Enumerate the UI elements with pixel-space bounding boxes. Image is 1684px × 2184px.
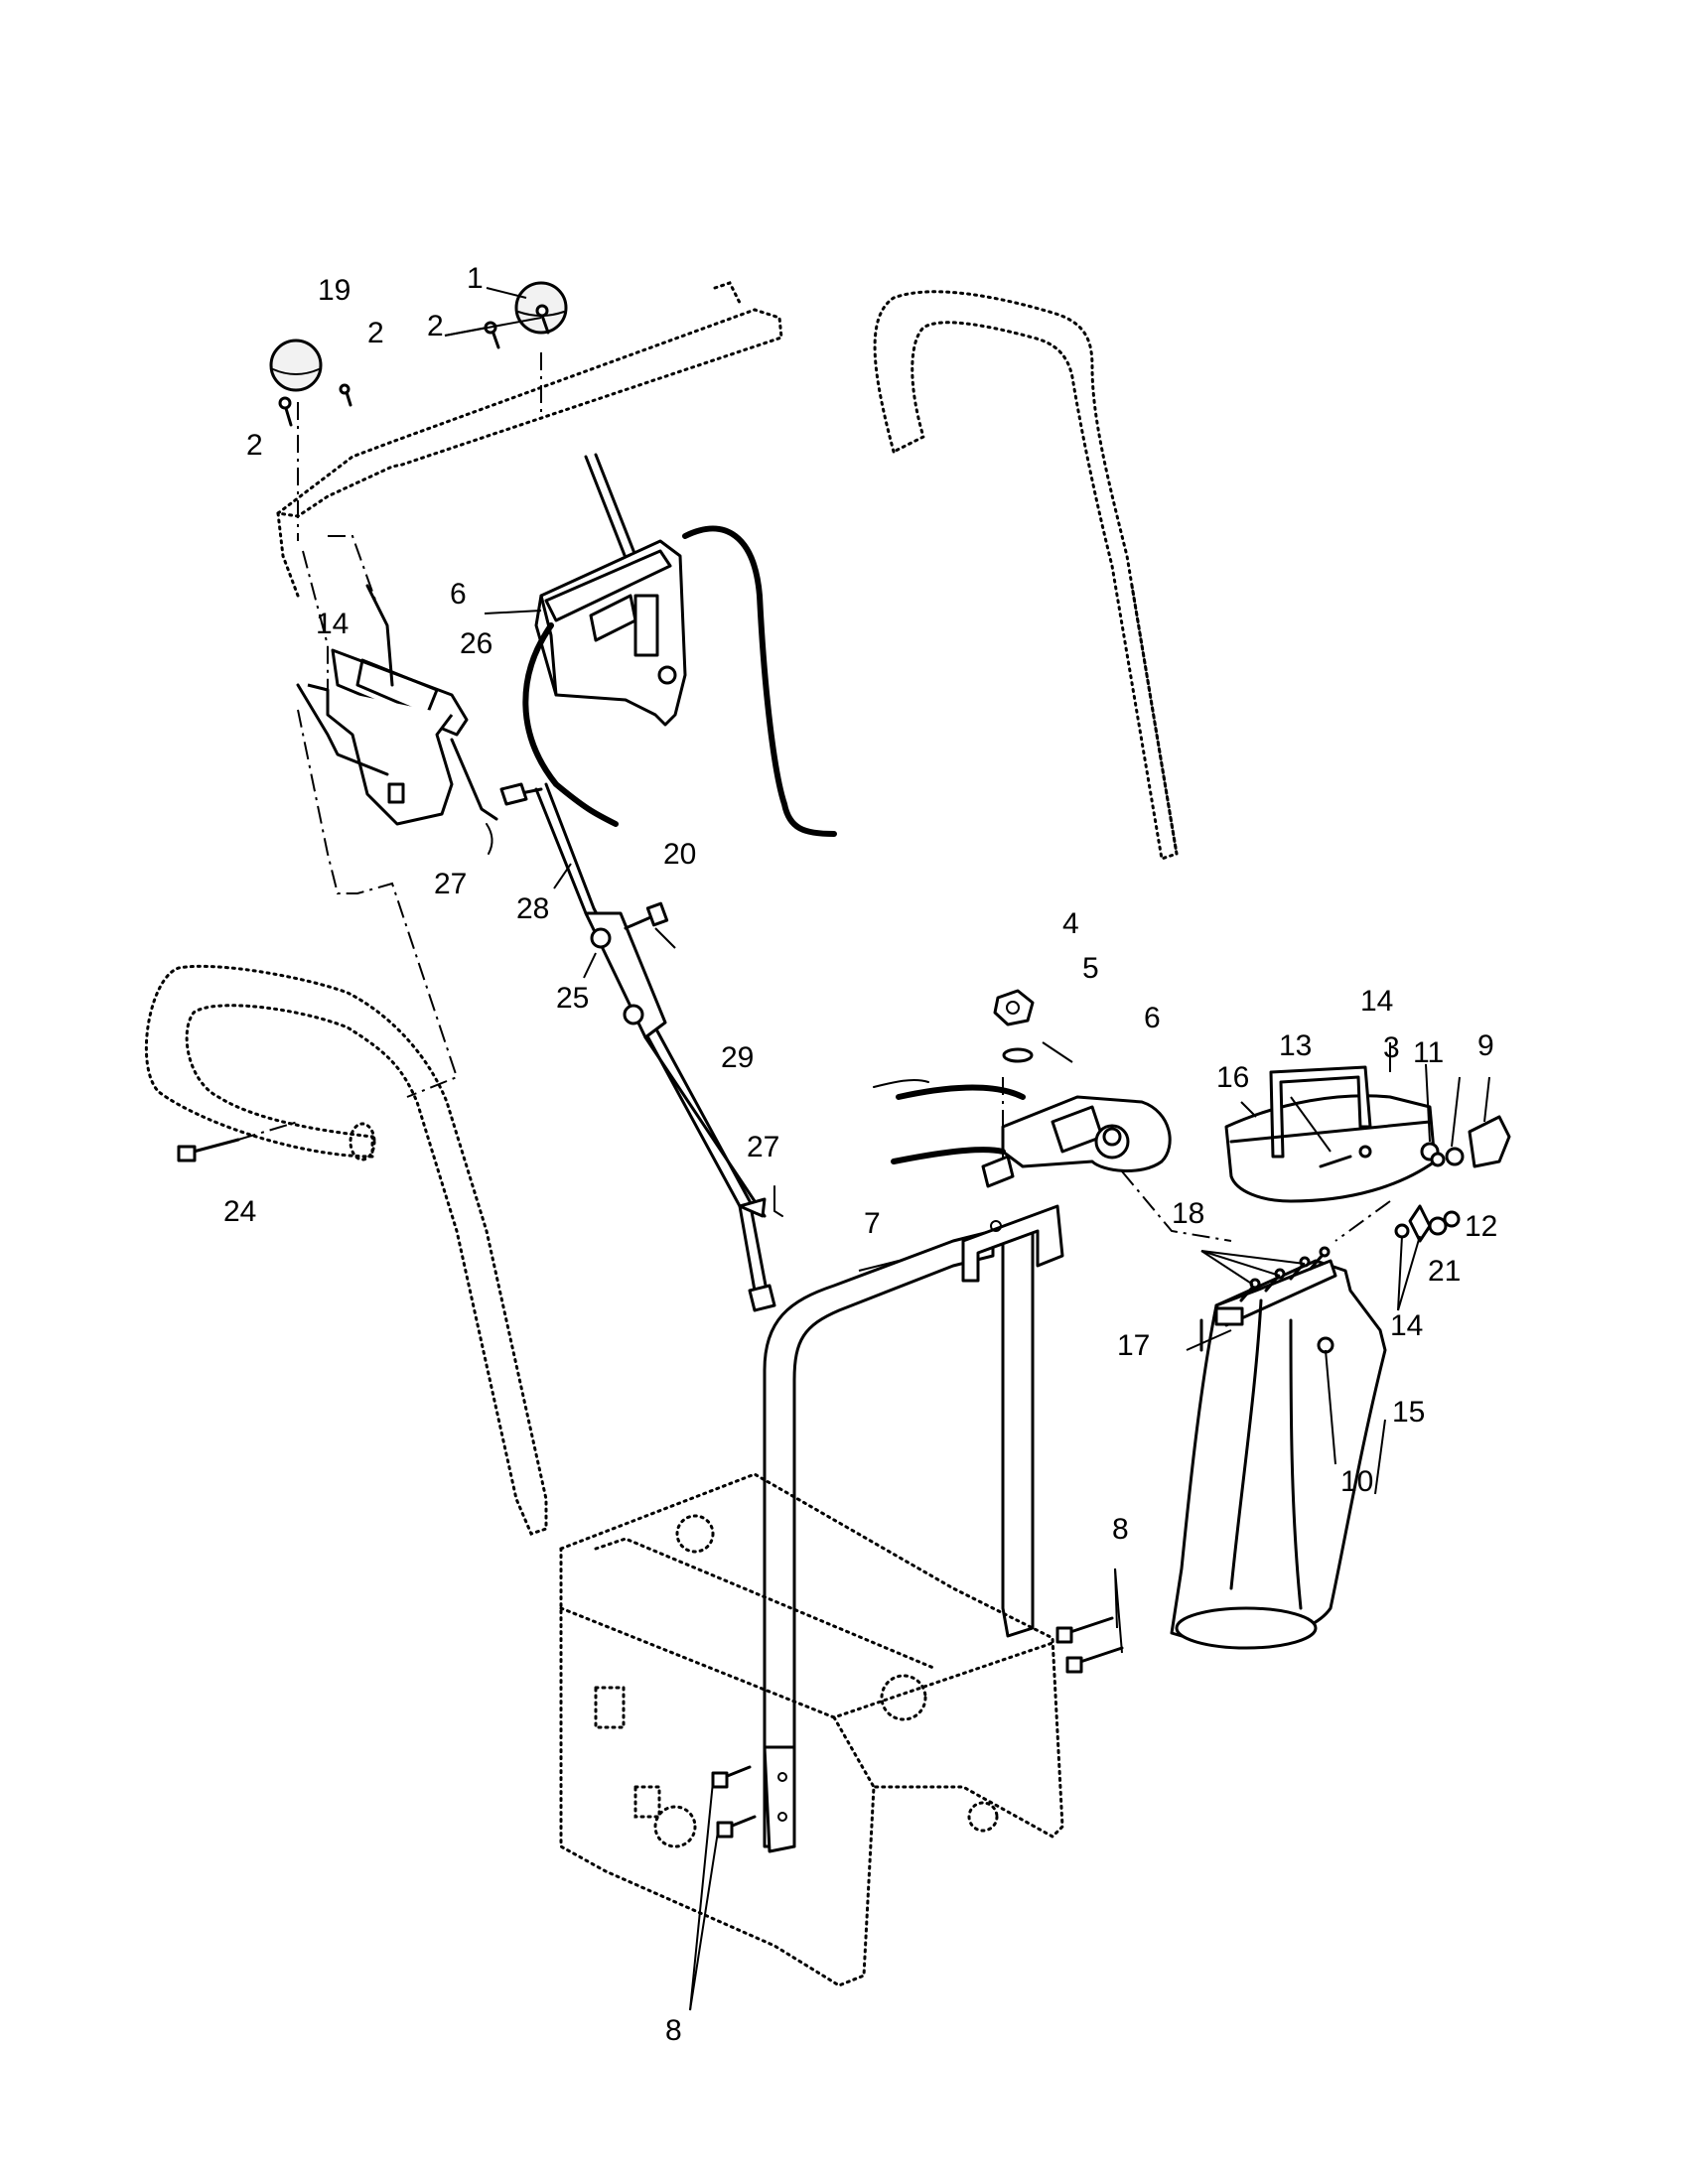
callout-27: 27 (434, 868, 467, 900)
callout-6: 6 (1144, 1002, 1161, 1034)
callout-20: 20 (663, 838, 696, 871)
bolt-20 (624, 901, 669, 930)
callout-27: 27 (747, 1131, 779, 1163)
bolts-8 (711, 1616, 1124, 1839)
discharge-chute-15 (1170, 1259, 1387, 1650)
shift-lever-6 (522, 453, 837, 837)
callout-21: 21 (1428, 1255, 1461, 1288)
lower-handle-left (144, 964, 548, 1536)
callout-17: 17 (1117, 1329, 1150, 1362)
callout-9: 9 (1477, 1029, 1494, 1062)
callout-2: 2 (246, 429, 263, 462)
callout-11: 11 (1413, 1036, 1444, 1069)
callout-14: 14 (1360, 985, 1393, 1018)
callout-28: 28 (516, 892, 549, 925)
clips-27 (486, 823, 783, 1217)
callout-24: 24 (223, 1195, 256, 1228)
chute-rotator-6 (873, 1078, 1172, 1188)
callout-14: 14 (316, 608, 349, 640)
upper-handle-right (873, 290, 1179, 861)
linkage-rod (499, 782, 776, 1312)
phantom-lines (297, 352, 1391, 1242)
callout-15: 15 (1392, 1396, 1425, 1429)
chute-support-7 (763, 1204, 1064, 1853)
callout-29: 29 (721, 1041, 754, 1074)
callout-16: 16 (1216, 1061, 1249, 1094)
callout-5: 5 (1082, 952, 1099, 985)
callout-19: 19 (318, 274, 351, 307)
callout-7: 7 (864, 1207, 881, 1240)
callout-14: 14 (1390, 1309, 1423, 1342)
callout-4: 4 (1062, 907, 1079, 940)
knob-9-hardware (1394, 1115, 1511, 1243)
bracket-26 (296, 584, 498, 826)
housing-panel (559, 1472, 1064, 1987)
bolt-24 (177, 1121, 299, 1162)
callout-3: 3 (1383, 1031, 1400, 1064)
callout-26: 26 (460, 627, 492, 660)
callout-18: 18 (1172, 1197, 1204, 1230)
callout-2: 2 (367, 317, 384, 349)
nut-4-washer-5 (993, 989, 1035, 1063)
callout-25: 25 (556, 982, 589, 1015)
callout-8: 8 (665, 2014, 682, 2047)
callouts: 1 19 2 2 2 6 14 26 27 28 20 25 29 27 24 … (223, 262, 1497, 2047)
callout-6: 6 (450, 578, 467, 611)
knob-19 (269, 339, 323, 392)
leader-lines (444, 287, 1490, 2011)
callout-2: 2 (427, 310, 444, 342)
callout-1: 1 (467, 262, 484, 295)
callout-8: 8 (1112, 1513, 1129, 1546)
chute-deflector-16 (1224, 1065, 1440, 1203)
callout-13: 13 (1279, 1029, 1312, 1062)
callout-10: 10 (1340, 1465, 1373, 1498)
upper-handle-left (274, 281, 783, 598)
callout-12: 12 (1465, 1210, 1497, 1243)
